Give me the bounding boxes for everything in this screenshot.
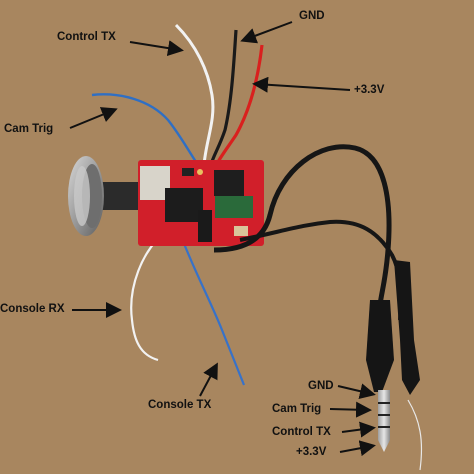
arrow-cam-trig-bottom: [329, 401, 372, 418]
label-3v3-top: +3.3V: [354, 84, 385, 96]
arrow-33-top: [252, 76, 351, 93]
wire-3v3: [212, 44, 264, 171]
arrow-gnd-bottom: [337, 383, 376, 400]
wire-console-tx: [176, 227, 246, 386]
label-console-tx: Console TX: [148, 399, 212, 411]
label-3v3-bottom: +3.3V: [296, 446, 327, 458]
wire-strand: [407, 399, 423, 471]
arrow-gnd-top: [240, 21, 293, 44]
label-cam-trig-bottom: Cam Trig: [272, 403, 322, 415]
wire-control-tx: [174, 23, 215, 166]
label-console-rx: Console RX: [0, 303, 65, 315]
wire-console-rx: [130, 227, 171, 362]
arrow-control-tx-top: [129, 40, 184, 57]
cable-black: [213, 144, 392, 319]
label-control-tx-bottom: Control TX: [272, 426, 331, 438]
label-control-tx-top: Control TX: [57, 31, 116, 43]
arrow-cam-trig-left: [69, 107, 118, 129]
arrow-control-tx-bottom: [341, 421, 376, 438]
label-gnd-bottom: GND: [308, 380, 334, 392]
pcb-board: [138, 160, 264, 246]
wire-gnd: [208, 29, 238, 169]
arrow-console-tx: [199, 362, 218, 397]
label-cam-trig-left: Cam Trig: [4, 123, 54, 135]
arrow-33-bottom: [339, 440, 376, 457]
label-gnd-top: GND: [299, 10, 325, 22]
audio-plug: [366, 260, 420, 452]
wire-cam-trig: [91, 93, 199, 166]
